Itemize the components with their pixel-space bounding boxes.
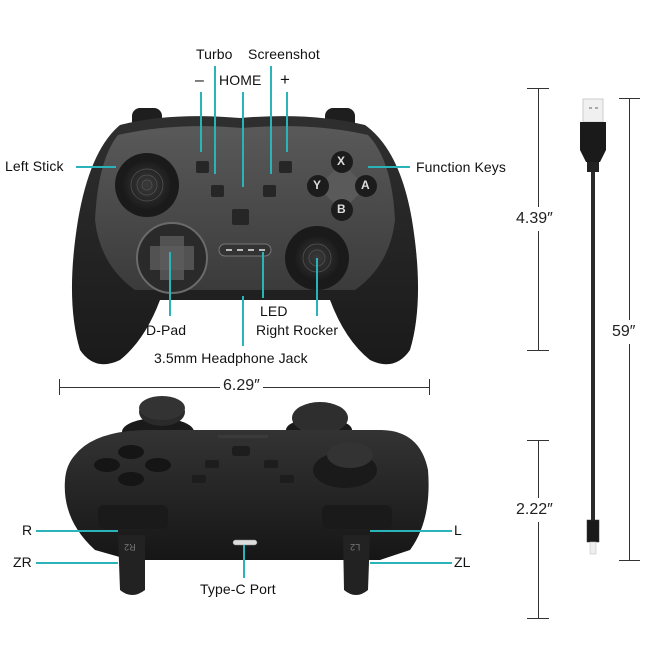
width-dimension-tick-right [429,379,430,395]
label-r: R [22,522,33,538]
callout-line-minus [200,92,202,152]
label-turbo: Turbo [196,46,233,62]
cable-dimension-tick-bottom [619,560,640,561]
callout-line-headphone-jack [242,296,244,346]
button-x: X [337,154,346,168]
label-function-keys: Function Keys [416,159,507,175]
label-headphone-jack: 3.5mm Headphone Jack [154,350,308,366]
controller-top-view [71,108,419,365]
cable-dimension-tick-top [619,98,640,99]
callout-line-zl [370,562,452,564]
callout-line-turbo [214,66,216,174]
callout-line-dpad [169,252,171,316]
callout-line-function-keys [368,166,410,168]
callout-line-zr [36,562,118,564]
callout-line-home [242,92,244,187]
button-y: Y [313,178,322,192]
callout-line-led [262,252,264,298]
callout-line-left-stick [76,166,116,168]
label-left-stick: Left Stick [5,158,64,174]
label-screenshot: Screenshot [248,46,320,62]
button-b: B [337,202,346,216]
callout-line-r [36,530,118,532]
label-l: L [454,522,462,538]
controller-bottom-view [64,396,429,595]
callout-line-l [370,530,452,532]
width-dimension-tick-left [59,379,60,395]
trigger-mark-r2: R2 [124,542,136,552]
label-zr: ZR [13,554,32,570]
callout-line-screenshot [270,66,272,174]
cable-length-label: 59″ [612,320,636,344]
usb-cable [580,98,606,555]
callout-line-right-rocker [316,258,318,316]
label-home: HOME [219,72,262,88]
label-minus: – [195,72,204,89]
label-zl: ZL [454,554,471,570]
trigger-mark-l2: L2 [350,542,361,552]
callout-line-plus [286,92,288,152]
height-dimension-label: 4.39″ [516,207,553,231]
width-dimension-label: 6.29″ [220,377,263,395]
height-dimension-tick-bottom [527,350,549,351]
label-led: LED [260,303,288,319]
button-a: A [361,178,370,192]
callout-line-type-c [243,545,245,578]
depth-dimension-label: 2.22″ [516,498,553,522]
label-type-c-port: Type-C Port [200,581,276,597]
label-plus: + [280,70,291,89]
label-dpad: D-Pad [146,322,187,338]
height-dimension-tick-top [527,88,549,89]
depth-dimension-line [538,440,539,618]
depth-dimension-tick-bottom [527,618,549,619]
label-right-rocker: Right Rocker [256,322,339,338]
depth-dimension-tick-top [527,440,549,441]
